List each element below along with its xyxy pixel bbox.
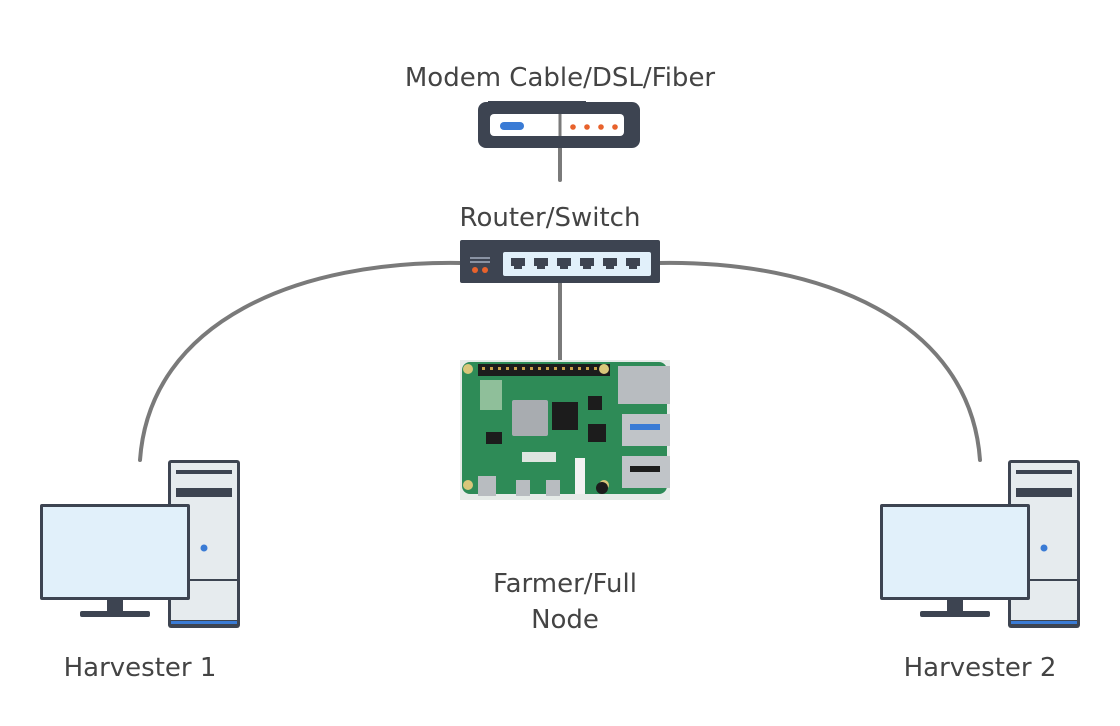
modem-label: Modem Cable/DSL/Fiber xyxy=(404,63,716,93)
harvester1-label: Harvester 1 xyxy=(63,653,217,683)
network-switch-icon xyxy=(460,240,660,283)
connections xyxy=(138,113,982,462)
modem-icon xyxy=(478,101,640,148)
farmer-label: Farmer/Full Node xyxy=(440,566,690,638)
connection-router-harvester1 xyxy=(138,260,464,462)
raspberry-pi-board-icon xyxy=(460,360,670,500)
desktop-computer-icon xyxy=(880,460,1080,628)
desktop-computer-icon xyxy=(40,460,240,628)
connection-router-harvester2 xyxy=(656,260,982,462)
router-label: Router/Switch xyxy=(459,203,641,233)
harvester2-label: Harvester 2 xyxy=(903,653,1057,683)
farmer-label-line2: Node xyxy=(531,605,599,635)
farmer-label-line1: Farmer/Full xyxy=(493,569,637,599)
